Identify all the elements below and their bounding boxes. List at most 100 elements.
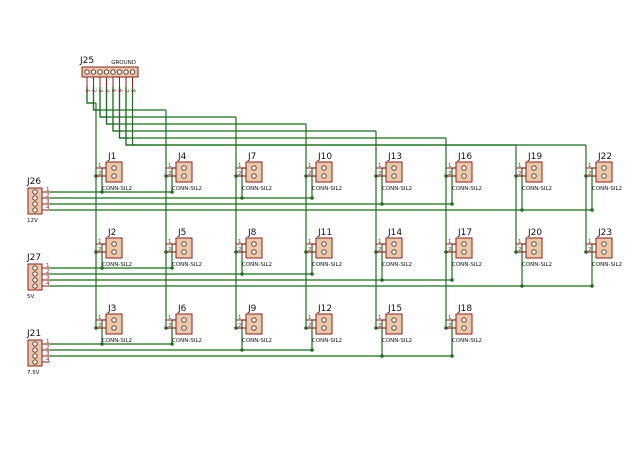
- pin-number: 8: [130, 89, 136, 93]
- pin-number: 2: [518, 171, 522, 177]
- junction-node: [310, 196, 314, 200]
- pin-pad: [181, 317, 187, 323]
- pin-number: 2: [308, 171, 312, 177]
- pin-pad: [32, 359, 38, 365]
- connector-ref: J16: [457, 152, 472, 162]
- pin-pad: [111, 165, 117, 171]
- junction-node: [520, 284, 524, 288]
- pin-pad: [32, 277, 38, 283]
- pin-pad: [391, 173, 397, 179]
- pin-number: 2: [588, 171, 592, 177]
- connector-value: CONN-SIL2: [172, 338, 202, 344]
- pin-number: 1: [98, 163, 102, 169]
- pin-number: 3: [46, 351, 50, 357]
- pin-pad: [531, 241, 537, 247]
- junction-node: [170, 266, 174, 270]
- junction-node: [170, 342, 174, 346]
- connector-ref: J8: [247, 228, 257, 238]
- pin-pad: [111, 325, 117, 331]
- pin-number: 2: [46, 345, 50, 351]
- pin-number: 4: [104, 89, 110, 93]
- pin-number: 2: [98, 323, 102, 329]
- connector-ref: J7: [247, 152, 256, 162]
- pin-number: 1: [46, 339, 50, 345]
- pin-number: 1: [378, 315, 382, 321]
- junction-node: [380, 202, 384, 206]
- pin-pad: [251, 317, 257, 323]
- connector-ref: J23: [597, 228, 612, 238]
- pin-pad: [129, 69, 136, 75]
- pin-pad: [181, 241, 187, 247]
- connector-value: CONN-SIL2: [592, 262, 622, 268]
- pin-number: 2: [91, 89, 97, 93]
- pin-pad: [111, 173, 117, 179]
- connector-value: CONN-SIL2: [452, 186, 482, 192]
- pin-pad: [601, 173, 607, 179]
- pin-pad: [90, 69, 97, 75]
- pin-pad: [321, 173, 327, 179]
- pin-pad: [391, 165, 397, 171]
- connector-value: CONN-SIL2: [242, 262, 272, 268]
- pin-number: 7: [123, 89, 129, 93]
- junction-node: [450, 202, 454, 206]
- connector-body: [385, 161, 403, 183]
- connector-value: CONN-SIL2: [312, 262, 342, 268]
- pin-number: 1: [98, 239, 102, 245]
- pin-number: 1: [378, 163, 382, 169]
- pin-number: 2: [448, 247, 452, 253]
- pin-number: 1: [238, 315, 242, 321]
- pin-number: 1: [448, 239, 452, 245]
- wire-layer: [50, 87, 596, 358]
- connector-value: CONN-SIL2: [452, 262, 482, 268]
- ground-wire: [105, 87, 115, 125]
- pin-number: 1: [588, 239, 592, 245]
- pin-pad: [461, 173, 467, 179]
- pin-number: 1: [84, 89, 90, 93]
- pin-pad: [181, 165, 187, 171]
- power-drop: [311, 243, 316, 274]
- ground-route: [118, 87, 446, 139]
- pin-pad: [116, 69, 123, 75]
- pin-number: 2: [588, 247, 592, 253]
- connector-ref: J4: [177, 152, 187, 162]
- pin-number: 2: [378, 247, 382, 253]
- ground-route: [125, 87, 516, 146]
- pin-pad: [111, 249, 117, 255]
- pin-pad: [251, 241, 257, 247]
- pin-pad: [111, 317, 117, 323]
- pin-pad: [321, 165, 327, 171]
- ground-header-body: [81, 66, 139, 78]
- junction-node: [310, 348, 314, 352]
- connector-body: [245, 161, 263, 183]
- pin-number: 2: [238, 171, 242, 177]
- pin-number: 3: [46, 199, 50, 205]
- ground-wire: [118, 87, 129, 139]
- connector-value: CONN-SIL2: [102, 338, 132, 344]
- connector-body: [315, 237, 333, 259]
- power-header-body: [27, 339, 43, 367]
- pin-pad: [32, 347, 38, 353]
- ground-route: [112, 87, 376, 132]
- pin-pad: [97, 69, 103, 75]
- ground-route: [105, 87, 306, 125]
- connector-value: CONN-SIL2: [242, 338, 272, 344]
- junction-node: [240, 196, 244, 200]
- pin-number: 1: [238, 163, 242, 169]
- pin-pad: [391, 317, 397, 323]
- pin-pad: [461, 241, 467, 247]
- pin-number: 2: [448, 323, 452, 329]
- pin-number: 1: [308, 239, 312, 245]
- pin-pad: [84, 69, 90, 75]
- junction-node: [100, 266, 104, 270]
- pin-number: 2: [238, 247, 242, 253]
- connector-ref: J20: [527, 228, 542, 238]
